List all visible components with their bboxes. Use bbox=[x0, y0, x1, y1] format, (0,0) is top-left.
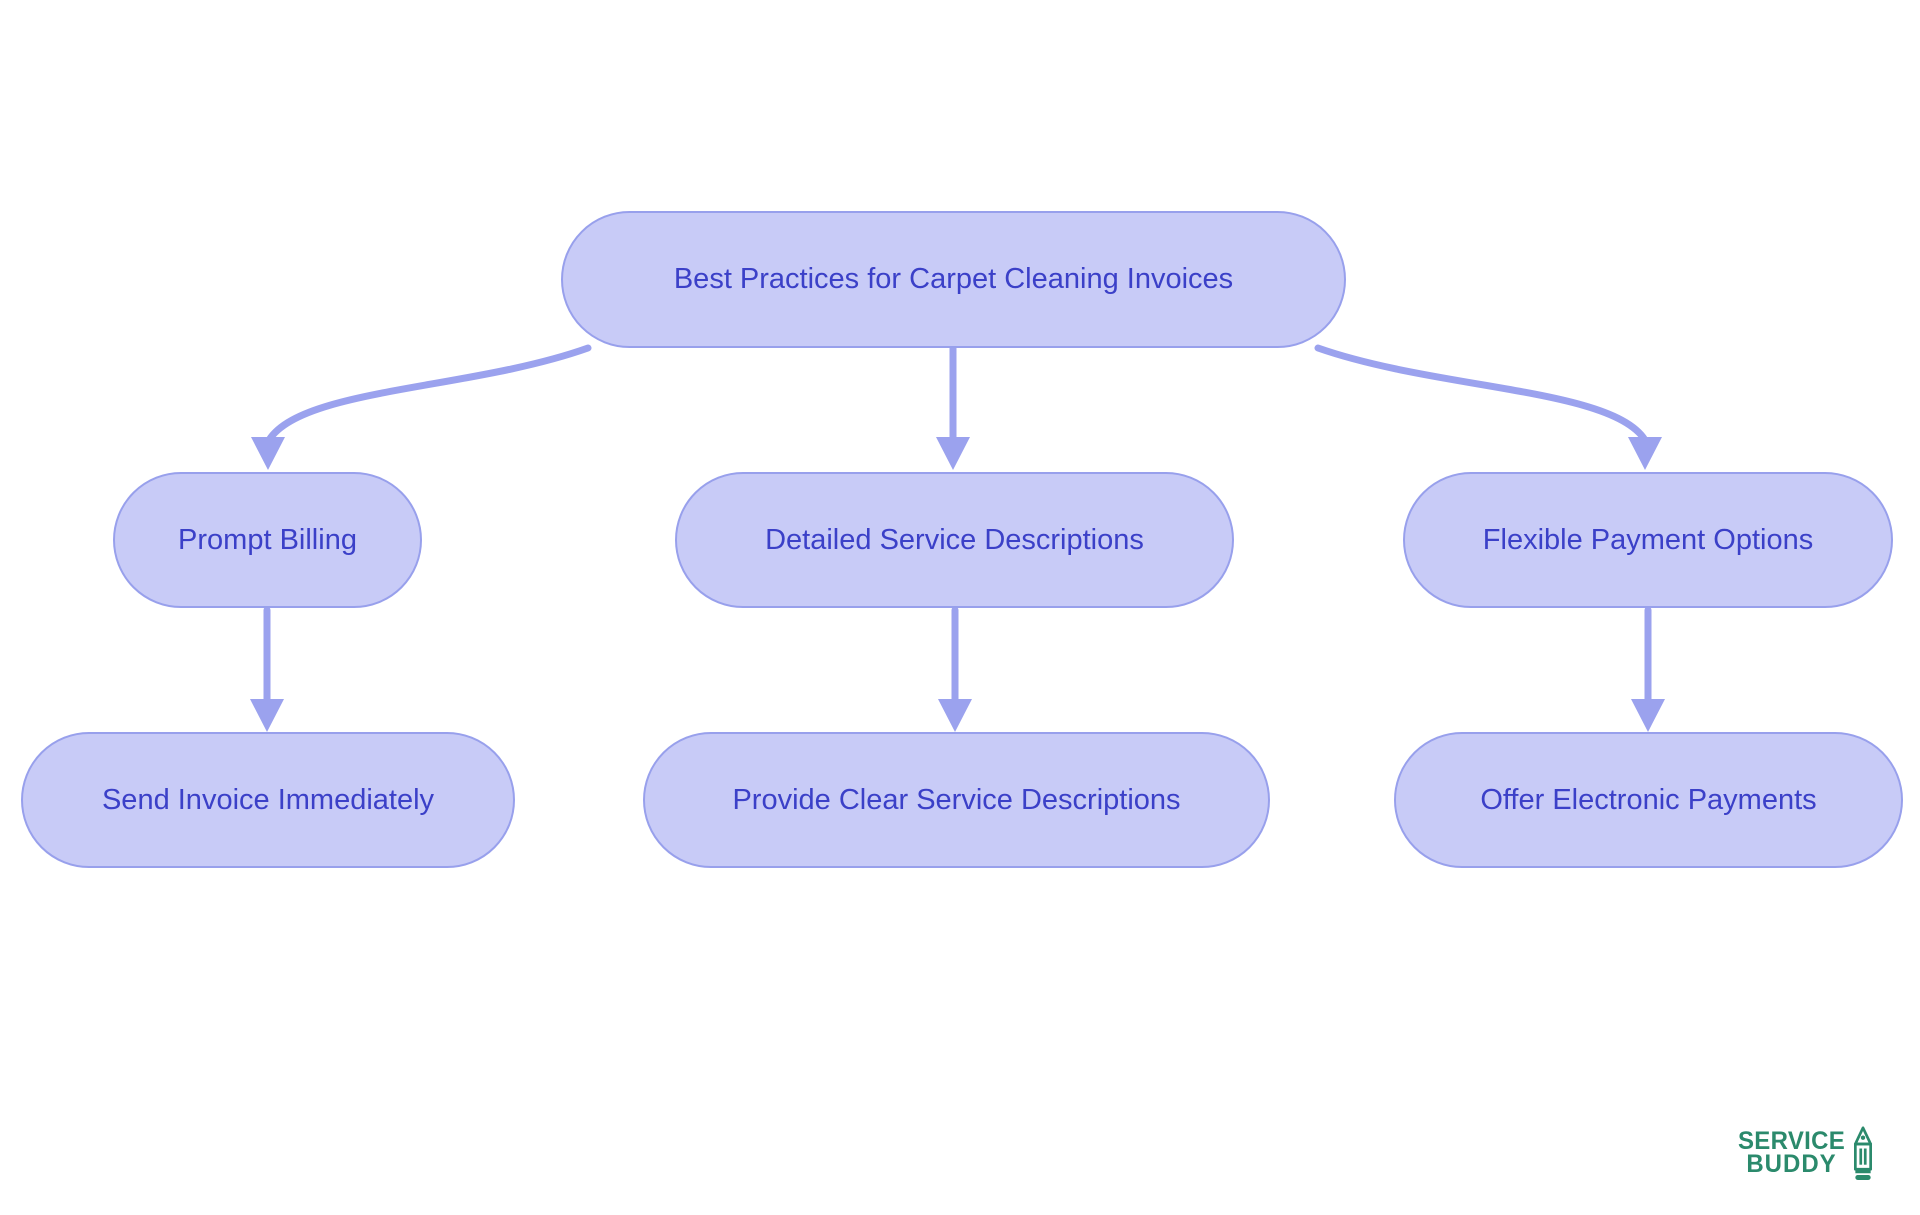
node-offer-electronic-label: Offer Electronic Payments bbox=[1480, 783, 1817, 816]
arrowhead-icon bbox=[251, 437, 285, 470]
node-flexible-payment: Flexible Payment Options bbox=[1403, 472, 1893, 608]
arrowhead-icon bbox=[1628, 437, 1662, 470]
arrowhead-icon bbox=[250, 699, 284, 732]
node-root: Best Practices for Carpet Cleaning Invoi… bbox=[561, 211, 1346, 348]
node-prompt-billing: Prompt Billing bbox=[113, 472, 422, 608]
arrowhead-icon bbox=[1631, 699, 1665, 732]
node-send-invoice: Send Invoice Immediately bbox=[21, 732, 515, 868]
brand-line1: SERVICE bbox=[1738, 1126, 1846, 1156]
node-send-invoice-label: Send Invoice Immediately bbox=[101, 783, 435, 816]
node-detailed-service-label: Detailed Service Descriptions bbox=[765, 523, 1144, 556]
node-root-label: Best Practices for Carpet Cleaning Invoi… bbox=[673, 263, 1234, 296]
node-provide-clear-label: Provide Clear Service Descriptions bbox=[732, 783, 1181, 816]
edge-root-to-prompt-billing bbox=[265, 344, 592, 444]
node-flexible-payment-label: Flexible Payment Options bbox=[1482, 523, 1814, 556]
brand-line2: BUDDY bbox=[1746, 1149, 1837, 1179]
service-buddy-logo: SERVICE BUDDY bbox=[1738, 1126, 1874, 1180]
node-prompt-billing-label: Prompt Billing bbox=[178, 523, 357, 556]
arrowhead-icon bbox=[938, 699, 972, 732]
node-offer-electronic: Offer Electronic Payments bbox=[1394, 732, 1903, 868]
node-detailed-service: Detailed Service Descriptions bbox=[675, 472, 1234, 608]
edge-root-to-flexible-payment bbox=[1314, 344, 1649, 444]
service-buddy-wordmark: SERVICE BUDDY bbox=[1738, 1126, 1846, 1179]
pencil-icon bbox=[1854, 1126, 1873, 1180]
node-provide-clear: Provide Clear Service Descriptions bbox=[643, 732, 1270, 868]
arrowhead-icon bbox=[936, 437, 970, 470]
